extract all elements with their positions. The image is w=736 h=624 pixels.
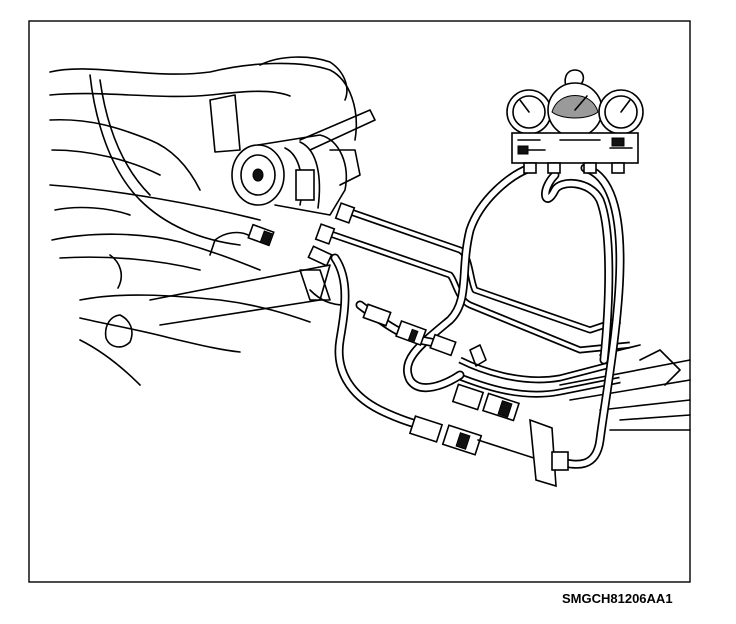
vehicle-body (49, 56, 376, 386)
frame-rail (559, 344, 691, 431)
ac-compressor (231, 134, 361, 216)
diagram-border (28, 20, 691, 583)
figure-code: SMGCH81206AA1 (562, 591, 673, 606)
hose-fittings (247, 223, 569, 488)
manifold-gauge-set (506, 69, 644, 174)
